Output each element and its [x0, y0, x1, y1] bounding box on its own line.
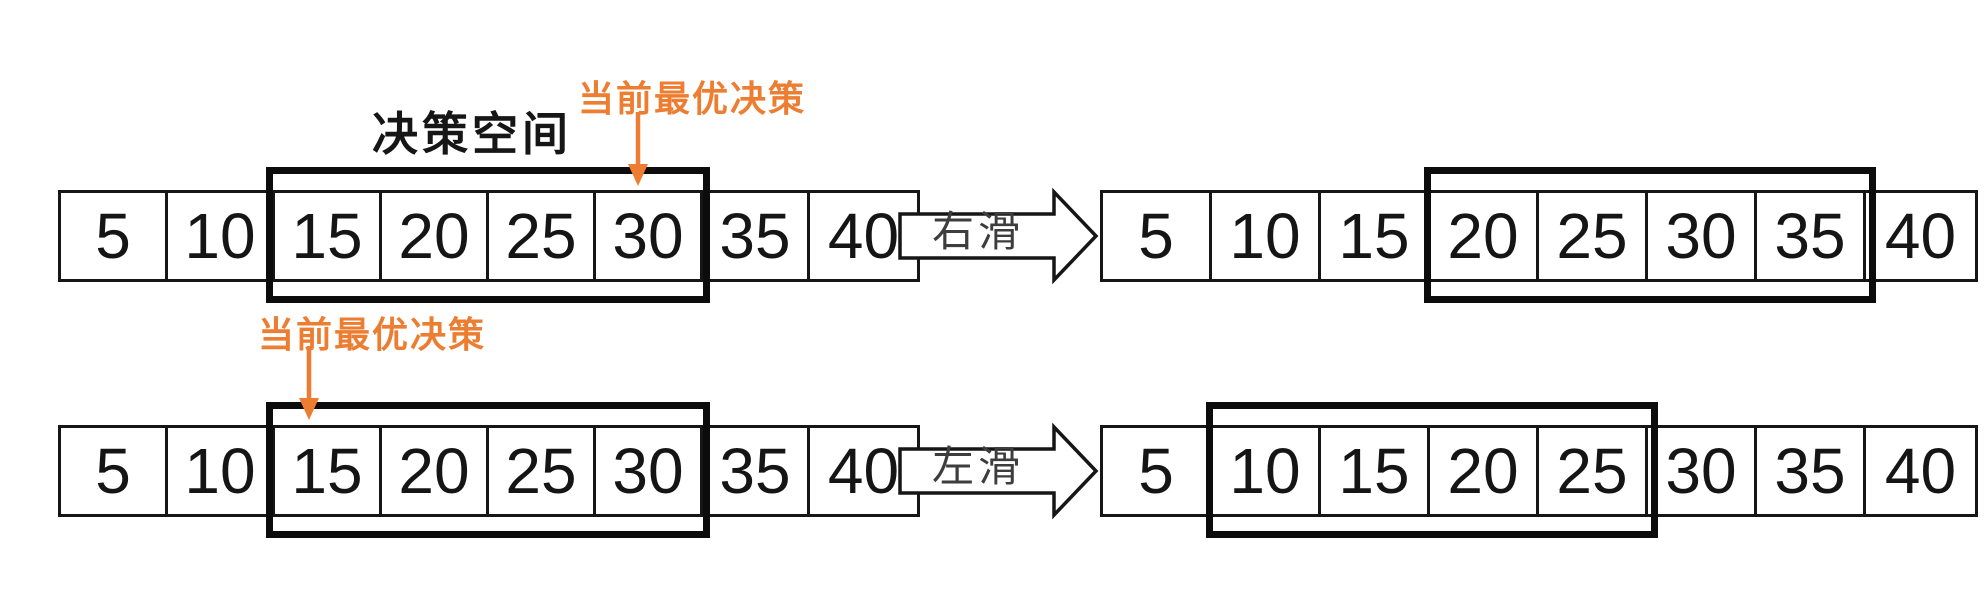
array-cell: 25 — [489, 193, 596, 279]
array-cell: 20 — [1430, 428, 1539, 514]
slide-right-arrow — [898, 187, 1099, 285]
array-cell: 30 — [1648, 193, 1757, 279]
array-cell: 25 — [1539, 428, 1648, 514]
array-cell: 30 — [1648, 428, 1757, 514]
slide-left-arrow — [898, 422, 1099, 520]
array-cell: 20 — [1430, 193, 1539, 279]
array-cell: 40 — [1884, 435, 1957, 507]
array-row2-left: 5 10 15 20 25 30 35 40 — [58, 425, 920, 517]
array-cell: 15 — [1321, 193, 1430, 279]
array-cell: 40 — [1884, 200, 1957, 272]
array-cell: 35 — [703, 428, 810, 514]
array-cell: 30 — [596, 428, 703, 514]
optimal-decision-label-bottom: 当前最优决策 — [258, 314, 487, 355]
array-cell: 5 — [1103, 428, 1212, 514]
array-cell: 15 — [275, 428, 382, 514]
array-cell: 20 — [382, 428, 489, 514]
array-cell: 35 — [703, 193, 810, 279]
array-row2-right: 5 10 15 20 25 30 35 40 — [1100, 425, 1978, 517]
array-cell: 5 — [1103, 193, 1212, 279]
array-cell: 10 — [168, 428, 275, 514]
array-cell: 10 — [1212, 193, 1321, 279]
array-cell: 20 — [382, 193, 489, 279]
optimal-pointer-arrow-top — [628, 112, 648, 186]
array-cell: 25 — [1539, 193, 1648, 279]
array-row1-right: 5 10 15 20 25 30 35 40 — [1100, 190, 1978, 282]
array-cell: 5 — [61, 193, 168, 279]
slide-right-label: 右滑 — [931, 208, 1024, 255]
optimal-pointer-arrow-bottom — [299, 346, 319, 420]
array-cell: 30 — [596, 193, 703, 279]
array-cell: 35 — [1757, 428, 1866, 514]
array-cell: 15 — [1321, 428, 1430, 514]
array-cell: 10 — [1212, 428, 1321, 514]
array-cell: 40 — [827, 435, 900, 507]
array-cell: 10 — [168, 193, 275, 279]
decision-space-label: 决策空间 — [372, 108, 572, 160]
array-cell: 5 — [61, 428, 168, 514]
array-row1-left: 5 10 15 20 25 30 35 40 — [58, 190, 920, 282]
array-cell: 25 — [489, 428, 596, 514]
slide-left-label: 左滑 — [931, 443, 1024, 490]
optimal-decision-label-top: 当前最优决策 — [578, 78, 807, 119]
array-cell: 40 — [827, 200, 900, 272]
array-cell: 15 — [275, 193, 382, 279]
array-cell: 35 — [1757, 193, 1866, 279]
